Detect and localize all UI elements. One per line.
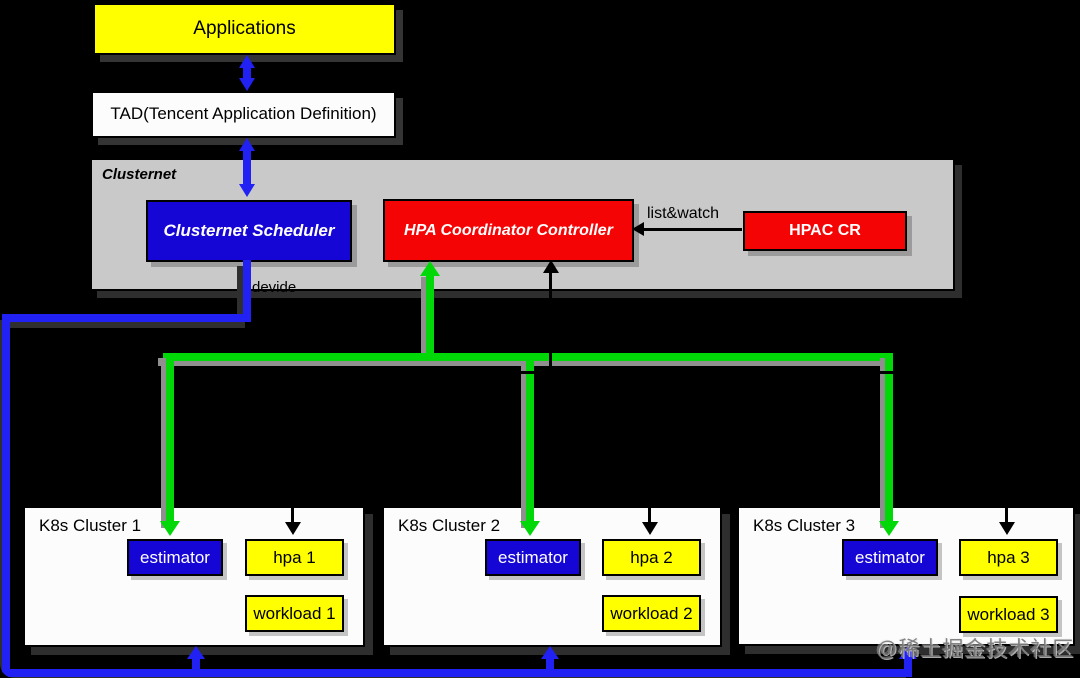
- green-arrowhead-down-estimator2: [520, 521, 540, 536]
- green-line-cluster2-vertical: [526, 361, 534, 523]
- cluster2-estimator-label: estimator: [498, 547, 568, 567]
- black-arrowhead-up-coordinator: [543, 260, 559, 273]
- black-line-center-vertical: [549, 268, 552, 374]
- cluster1-workload-label: workload 1: [253, 603, 336, 623]
- tad-box: TAD(Tencent Application Definition): [91, 91, 396, 138]
- cluster1-hpa-label: hpa 1: [273, 547, 316, 567]
- blue-arrowhead-down-scheduler: [239, 184, 255, 197]
- green-line-cluster1-vertical: [166, 353, 174, 523]
- clusternet-scheduler-label: Clusternet Scheduler: [163, 220, 335, 240]
- blue-line-bottom-horizontal: [2, 669, 912, 677]
- cluster3-estimator-box: estimator: [842, 539, 938, 576]
- k8s-cluster2-title: K8s Cluster 2: [398, 516, 501, 535]
- cluster3-hpa-box: hpa 3: [959, 539, 1058, 576]
- green-arrowhead-up-coordinator: [420, 261, 440, 276]
- blue-line-tad-scheduler: [243, 145, 251, 185]
- applications-label: Applications: [193, 17, 296, 39]
- cluster1-estimator-label: estimator: [140, 547, 210, 567]
- cluster3-workload-box: workload 3: [959, 596, 1058, 633]
- list-watch-label: list&watch: [647, 205, 720, 222]
- cluster3-workload-label: workload 3: [967, 604, 1050, 624]
- cluster3-hpa-label: hpa 3: [987, 547, 1030, 567]
- cluster2-workload-label: workload 2: [610, 603, 693, 623]
- black-arrowhead-left-listwatch: [632, 222, 644, 236]
- blue-arrowhead-up-cluster2: [541, 646, 559, 659]
- cluster1-hpa-box: hpa 1: [245, 539, 344, 576]
- green-line-cluster3-vertical: [885, 353, 893, 523]
- k8s-cluster2-box: K8s Cluster 2 estimator hpa 2 workload 2: [382, 506, 722, 647]
- tad-label: TAD(Tencent Application Definition): [110, 104, 377, 124]
- cluster3-estimator-label: estimator: [855, 547, 925, 567]
- clusternet-panel-label: Clusternet: [102, 166, 177, 183]
- devide-label: devide: [252, 279, 297, 296]
- blue-arrowhead-down-tad: [239, 78, 255, 91]
- k8s-cluster3-title: K8s Cluster 3: [753, 516, 856, 535]
- blue-arrowhead-up-cluster3: [899, 646, 917, 659]
- clusternet-panel: Clusternet Clusternet Scheduler HPA Coor…: [90, 158, 955, 291]
- green-line-horizontal-bus: [163, 353, 893, 361]
- blue-branch-cluster1: [192, 656, 200, 671]
- watermark-label: @稀土掘金技术社区: [876, 638, 1075, 661]
- cluster2-hpa-label: hpa 2: [630, 547, 673, 567]
- black-line-listwatch: [637, 228, 742, 231]
- black-arrowhead-down-hpa2: [642, 522, 658, 535]
- hpa-coordinator-controller-box: HPA Coordinator Controller: [383, 199, 634, 262]
- blue-line-app-tad: [243, 62, 251, 81]
- cluster1-workload-box: workload 1: [245, 595, 344, 632]
- blue-line-scheduler-down: [243, 260, 251, 322]
- blue-arrowhead-up-cluster1: [187, 646, 205, 659]
- k8s-cluster1-title: K8s Cluster 1: [39, 516, 142, 535]
- black-arrowhead-down-hpa3: [999, 522, 1015, 535]
- hpa-coordinator-controller-label: HPA Coordinator Controller: [404, 221, 613, 239]
- blue-branch-cluster2: [546, 656, 554, 671]
- green-line-coordinator-vertical: [426, 272, 434, 361]
- cluster2-workload-box: workload 2: [602, 595, 701, 632]
- green-arrowhead-down-estimator3: [879, 521, 899, 536]
- hpac-cr-label: HPAC CR: [789, 222, 861, 240]
- blue-line-left-edge-vertical: [2, 314, 10, 677]
- blue-branch-cluster3: [904, 656, 912, 673]
- clusternet-scheduler-box: Clusternet Scheduler: [146, 200, 352, 262]
- black-line-hpa3-vertical: [1005, 371, 1008, 524]
- black-line-hpa2-vertical: [648, 371, 651, 524]
- cluster2-estimator-box: estimator: [485, 539, 581, 576]
- k8s-cluster1-box: K8s Cluster 1 estimator hpa 1 workload 1: [23, 506, 365, 647]
- cluster1-estimator-box: estimator: [127, 539, 223, 576]
- black-line-hpa1-vertical: [291, 371, 294, 524]
- applications-box: Applications: [93, 3, 396, 55]
- hpac-cr-box: HPAC CR: [743, 211, 907, 251]
- blue-line-left-horizontal: [2, 314, 251, 322]
- green-arrowhead-down-estimator1: [160, 521, 180, 536]
- k8s-cluster3-box: K8s Cluster 3 estimator hpa 3 workload 3: [737, 506, 1075, 646]
- black-arrowhead-down-hpa1: [285, 522, 301, 535]
- cluster2-hpa-box: hpa 2: [602, 539, 701, 576]
